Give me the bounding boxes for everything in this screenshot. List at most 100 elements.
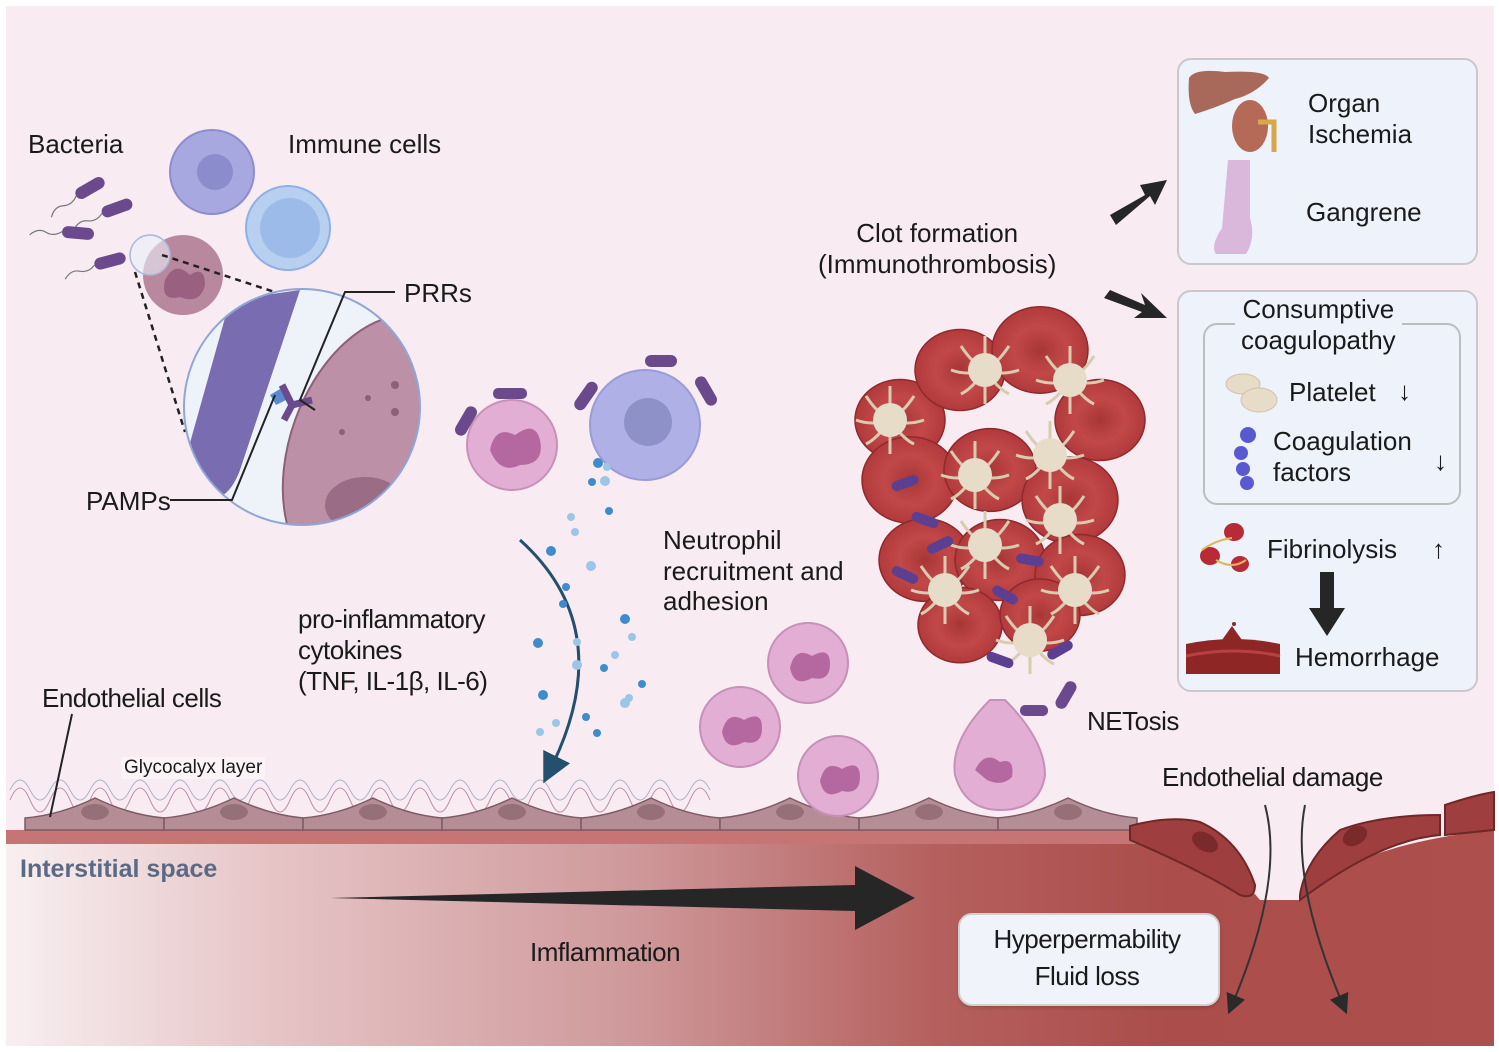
platelet-activated <box>1040 556 1110 624</box>
cytokine-dot <box>538 690 548 700</box>
immune-cells-label: Immune cells <box>288 129 442 159</box>
prrs-leader-line <box>298 291 395 411</box>
interstitial-space-label: Interstitial space <box>20 855 218 883</box>
cytokine-dot <box>620 698 630 708</box>
hyperpermeability-label: Hyperpermability Fluid loss <box>993 924 1181 992</box>
platelet-activated <box>995 606 1065 674</box>
cytokine-dots <box>533 458 646 737</box>
cytokine-dot <box>600 476 610 486</box>
damaged-endothelial-cells <box>1129 790 1495 902</box>
cytokine-dot <box>611 651 619 659</box>
cytokine-dot <box>593 729 601 737</box>
bacterium <box>64 252 126 280</box>
bacteria-label: Bacteria <box>28 129 124 159</box>
netosis-neutrophil <box>953 681 1077 812</box>
bacteria-group <box>29 177 133 280</box>
coagulation-decrease-arrow: ↓ <box>1434 446 1447 476</box>
bacterium <box>29 226 94 240</box>
cytokine-dot <box>593 458 603 468</box>
endothelial-cell <box>302 797 443 831</box>
bacterium-in-clot <box>926 536 954 554</box>
clot-formation-label: Clot formation (Immunothrombosis) <box>818 218 1057 280</box>
endothelial-cell <box>858 797 999 831</box>
platelet-activated <box>1025 486 1095 554</box>
bacterium-in-clot <box>911 511 939 529</box>
lymphocyte-top <box>245 185 331 271</box>
netosis-label: NETosis <box>1087 706 1179 736</box>
bacterium <box>73 198 133 231</box>
cytokine-dot <box>536 728 544 736</box>
bacterium-in-clot <box>1016 553 1044 567</box>
endothelial-cells <box>24 797 1138 831</box>
foot-icon <box>1214 160 1253 254</box>
bacterium-in-clot <box>891 474 919 492</box>
platelet-activated <box>910 556 980 624</box>
endothelial-cells-leader-line <box>49 713 73 818</box>
endothelial-cell <box>24 797 165 831</box>
cytokine-dot <box>571 528 579 536</box>
down-arrow-to-hemorrhage <box>1309 572 1345 636</box>
cytokine-dot <box>573 638 581 646</box>
bacterium-in-clot <box>1047 640 1073 660</box>
fluid-leak-arrow-left <box>1226 804 1272 1015</box>
magnified-view <box>183 288 421 526</box>
hemorrhage-icon <box>1186 622 1281 674</box>
cytokine-dot <box>559 600 567 608</box>
cytokine-dot <box>605 507 613 515</box>
hemorrhage-label: Hemorrhage <box>1295 642 1440 672</box>
cytokine-dot <box>638 680 646 688</box>
cytokine-dot <box>600 664 608 672</box>
fibrinolysis-increase-arrow: ↑ <box>1432 534 1445 564</box>
circulating-neutrophils <box>699 622 879 817</box>
platelet-activated <box>950 336 1020 404</box>
endothelial-cell <box>441 797 582 831</box>
endothelial-damage-label: Endothelial damage <box>1162 762 1383 792</box>
neutrophil <box>699 686 781 768</box>
bacterium <box>50 177 105 218</box>
coagulation-factors-label: Coagulation factors <box>1273 426 1412 488</box>
cytokine-dot <box>546 546 556 556</box>
cytokine-dot <box>533 638 543 648</box>
platelet-label: Platelet <box>1289 377 1376 407</box>
cytokine-dot <box>620 614 630 624</box>
neutrophil-with-bacteria <box>455 388 558 491</box>
pamps-label: PAMPs <box>86 486 171 516</box>
pro-inflammatory-cytokines-label: pro-inflammatory cytokines (TNF, IL-1β, … <box>298 604 488 697</box>
neutrophil <box>797 735 879 817</box>
arrow-to-organ-panel <box>1110 180 1167 225</box>
fibrinolysis-label: Fibrinolysis <box>1267 534 1398 564</box>
neutrophil <box>767 622 849 704</box>
prrs-label: PRRs <box>404 278 472 308</box>
inflammation-label: Imflammation <box>530 937 681 967</box>
cytokine-dot <box>586 561 596 571</box>
endothelial-cell <box>580 797 721 831</box>
fluid-leak-arrow-right <box>1300 804 1349 1015</box>
cytokine-dot <box>603 463 611 471</box>
hyperpermeability-box <box>958 913 1220 1006</box>
coagulation-factor-icon <box>1234 427 1256 490</box>
platelet-activated <box>940 441 1010 509</box>
bacterium-in-clot <box>986 651 1014 669</box>
cytokine-dot <box>582 713 590 721</box>
endothelial-cells-label: Endothelial cells <box>42 683 222 713</box>
cytokine-dot <box>552 719 560 727</box>
neutrophil-recruitment-label: Neutrophil recruitment and adhesion <box>663 525 844 617</box>
macrophage-top <box>169 129 255 215</box>
kidney-icon <box>1232 100 1277 152</box>
cytokine-dot <box>572 660 582 670</box>
endothelial-cell <box>997 797 1138 831</box>
bacterium-in-clot <box>992 585 1018 605</box>
cytokine-dot <box>562 583 570 591</box>
platelet-icon <box>1225 373 1278 413</box>
platelet-activated <box>855 386 925 454</box>
arrow-to-coagulopathy-panel <box>1104 290 1167 318</box>
platelet-activated <box>1035 346 1105 414</box>
organ-ischemia-label: Organ Ischemia <box>1308 88 1413 150</box>
glycocalyx-label: Glycocalyx layer <box>121 757 266 779</box>
endothelial-cell <box>719 797 860 831</box>
red-blood-cell <box>1054 378 1146 462</box>
cytokine-dot <box>628 633 636 641</box>
platelet-activated <box>950 511 1020 579</box>
liver-icon <box>1188 70 1269 114</box>
platelet-activated <box>1015 421 1085 489</box>
